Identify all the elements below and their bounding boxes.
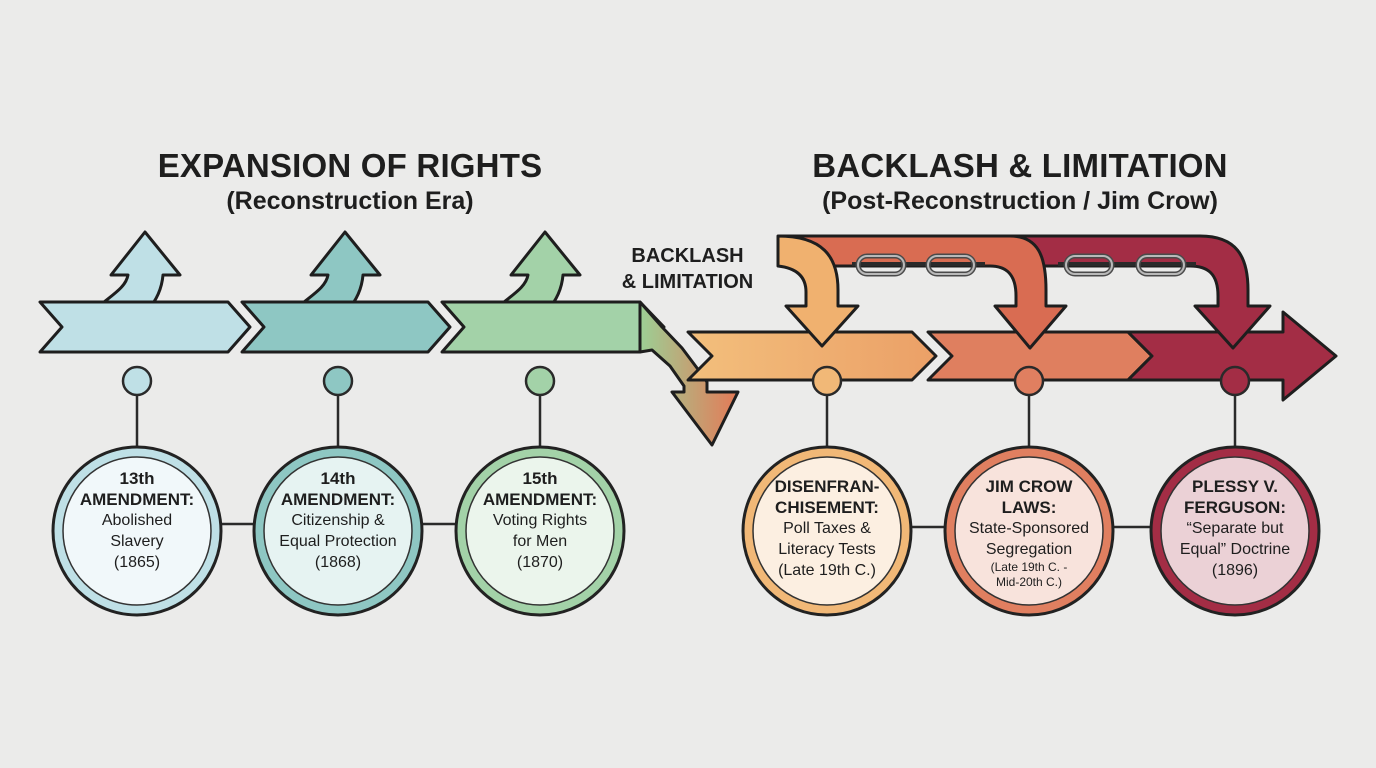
event-marker [252,365,424,617]
event-date: (1896) [1211,562,1259,579]
down-arrow-icon [778,234,1068,350]
event-card-13th-amendment: 13th AMENDMENT: Abolished Slavery (1865) [59,468,215,573]
event-circle-inner [954,456,1104,606]
event-description: Poll Taxes & [783,520,871,537]
event-circle-inner [62,456,212,606]
transition-label-line1: BACKLASH [631,245,744,267]
event-card-jim-crow-laws: JIM CROW LAWS: State-Sponsored Segregati… [951,476,1107,590]
event-date: (1870) [516,554,564,571]
event-heading: LAWS: [1001,498,1057,517]
event-heading: CHISEMENT: [775,498,879,517]
event-heading: JIM CROW [985,477,1073,496]
event-date: (1868) [314,554,362,571]
connector-node-icon [524,365,556,397]
event-marker [454,365,626,617]
event-marker [51,365,223,617]
timeline-chevron [686,330,938,382]
event-circle-inner [1160,456,1310,606]
connector-node-icon [1219,365,1251,397]
event-heading: 15th [522,469,558,488]
event-description: Segregation [985,541,1073,558]
event-circle-inner [263,456,413,606]
event-date: Mid-20th C.) [995,575,1063,589]
event-card-15th-amendment: 15th AMENDMENT: Voting Rights for Men (1… [462,468,618,573]
event-date: (Late 19th C. - [990,560,1068,574]
event-circle-inner [465,456,615,606]
event-description: Citizenship & [291,512,385,529]
chain-icon [852,253,985,277]
event-heading: FERGUSON: [1184,498,1286,517]
event-marker [1149,365,1321,617]
event-description: “Separate but [1186,520,1284,537]
event-card-disenfranchisement: DISENFRAN- CHISEMENT: Poll Taxes & Liter… [749,476,905,581]
event-description: Equal Protection [279,533,397,550]
event-heading: DISENFRAN- [774,477,880,496]
connector-line [220,522,1152,529]
connector-node-icon [1013,365,1045,397]
event-heading: PLESSY V. [1192,477,1278,496]
timeline-chevron [38,300,252,354]
event-date: (Late 19th C.) [778,562,876,579]
chain-icon [1058,253,1196,277]
event-date: (1865) [113,554,161,571]
event-card-14th-amendment: 14th AMENDMENT: Citizenship & Equal Prot… [260,468,416,573]
event-circle-inner [752,456,902,606]
event-heading: AMENDMENT: [280,490,396,509]
event-description: Slavery [110,533,164,550]
down-arrow-icon [776,234,860,348]
event-description: State-Sponsored [968,520,1090,537]
event-marker [943,365,1115,617]
connector-node-icon [322,365,354,397]
event-description: Equal” Doctrine [1179,541,1291,558]
backlash-heading: BACKLASH & LIMITATION (Post-Reconstructi… [780,147,1260,217]
event-heading: AMENDMENT: [482,490,598,509]
event-description: Voting Rights [492,512,588,529]
timeline-chevron [440,300,666,354]
expansion-title: EXPANSION OF RIGHTS [157,147,543,184]
event-heading: 14th [320,469,356,488]
connector-node-icon [811,365,843,397]
connector-node-icon [121,365,153,397]
timeline-chevron [240,300,452,354]
down-arrow-icon [638,300,740,447]
event-heading: 13th [119,469,155,488]
event-marker [741,365,913,617]
timeline-chevron [1126,310,1338,402]
event-card-plessy-v-ferguson: PLESSY V. FERGUSON: “Separate but Equal”… [1157,476,1313,581]
expansion-subtitle: (Reconstruction Era) [226,187,474,215]
backlash-subtitle: (Post-Reconstruction / Jim Crow) [822,187,1218,215]
event-description: Abolished [101,512,173,529]
transition-label-line2: & LIMITATION [621,271,754,293]
expansion-heading: EXPANSION OF RIGHTS (Reconstruction Era) [150,147,550,217]
event-description: Literacy Tests [778,541,876,558]
transition-label: BACKLASH & LIMITATION [600,243,775,295]
event-heading: AMENDMENT: [79,490,195,509]
backlash-title: BACKLASH & LIMITATION [812,147,1228,184]
event-description: for Men [512,533,568,550]
